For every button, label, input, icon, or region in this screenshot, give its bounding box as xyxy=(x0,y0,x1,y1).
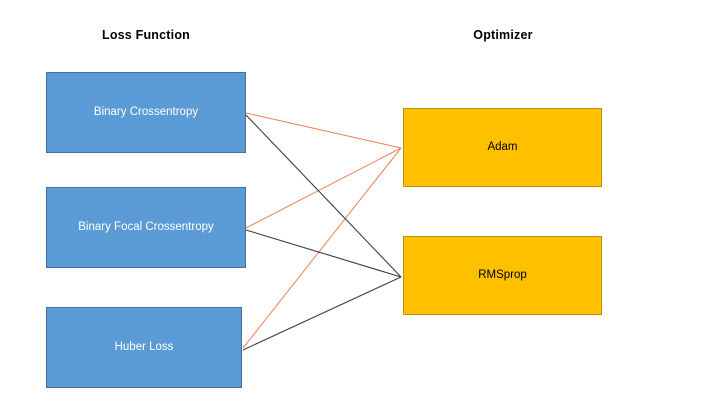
edge-huber-loss-to-rmsprop xyxy=(242,276,402,351)
edge-huber-loss-to-adam xyxy=(242,147,402,349)
node-rmsprop[interactable]: RMSprop xyxy=(403,236,602,315)
node-huber-loss[interactable]: Huber Loss xyxy=(46,307,242,388)
node-binary-crossentropy[interactable]: Binary Crossentropy xyxy=(46,72,246,153)
node-label: Binary Crossentropy xyxy=(93,106,199,119)
node-binary-focal-crossentropy[interactable]: Binary Focal Crossentropy xyxy=(46,187,246,268)
node-label: Binary Focal Crossentropy xyxy=(78,221,214,234)
node-label: Adam xyxy=(487,141,518,154)
edge-binary-crossentropy-to-rmsprop xyxy=(245,114,402,278)
column-title-optimizer: Optimizer xyxy=(473,28,533,42)
edge-binary-crossentropy-to-adam xyxy=(245,112,402,149)
column-title-loss-function: Loss Function xyxy=(101,28,190,42)
node-label: Huber Loss xyxy=(114,341,174,354)
node-adam[interactable]: Adam xyxy=(403,108,602,187)
edge-binary-focal-crossentropy-to-adam xyxy=(245,147,402,229)
node-label: RMSprop xyxy=(478,269,527,282)
edge-binary-focal-crossentropy-to-rmsprop xyxy=(245,229,402,278)
